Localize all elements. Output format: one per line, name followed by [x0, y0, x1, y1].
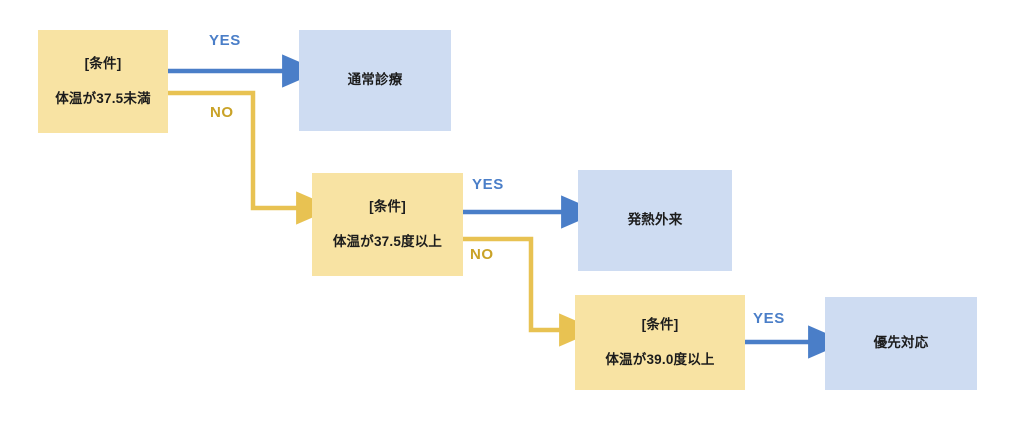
edge-label-yes-2: YES [472, 176, 504, 193]
edge-label-yes-3: YES [753, 310, 785, 327]
node-condition-2[interactable]: [条件] 体温が37.5度以上 [312, 173, 463, 276]
node-condition-1[interactable]: [条件] 体温が37.5未満 [38, 30, 168, 133]
node-condition-3-line2: 体温が39.0度以上 [605, 351, 715, 367]
node-action-1-label: 通常診療 [347, 72, 403, 88]
node-action-3-label: 優先対応 [873, 335, 929, 351]
node-action-1[interactable]: 通常診療 [299, 30, 451, 131]
edge-label-no-2: NO [470, 246, 494, 263]
node-condition-3[interactable]: [条件] 体温が39.0度以上 [575, 295, 745, 390]
node-condition-1-line2: 体温が37.5未満 [55, 90, 151, 106]
node-action-2[interactable]: 発熱外来 [578, 170, 732, 271]
node-action-2-label: 発熱外来 [627, 212, 683, 228]
node-action-3[interactable]: 優先対応 [825, 297, 977, 390]
node-condition-2-line1: [条件] [369, 199, 406, 215]
edge-label-yes-1: YES [209, 32, 241, 49]
node-condition-3-line1: [条件] [641, 317, 679, 333]
edge-label-no-1: NO [210, 104, 234, 121]
node-condition-1-line1: [条件] [84, 56, 122, 72]
node-condition-2-line2: 体温が37.5度以上 [332, 233, 443, 249]
